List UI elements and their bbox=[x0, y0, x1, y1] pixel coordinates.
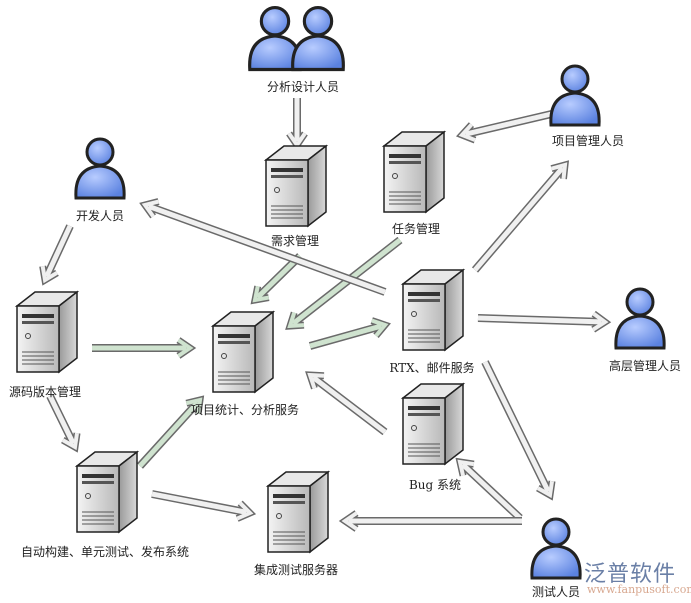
build-system-server-icon bbox=[76, 451, 138, 533]
flow-arrow bbox=[92, 337, 197, 359]
flow-arrow bbox=[455, 108, 561, 144]
flow-arrow bbox=[151, 490, 257, 522]
requirements-server-icon bbox=[265, 145, 327, 227]
label-statistics: 项目统计、分析服务 bbox=[190, 403, 300, 417]
statistics-server-icon bbox=[212, 311, 274, 393]
label-build-system: 自动构建、单元测试、发布系统 bbox=[20, 545, 190, 559]
label-project-managers: 项目管理人员 bbox=[551, 134, 625, 148]
flow-arrow bbox=[455, 457, 523, 521]
label-integration-server: 集成测试服务器 bbox=[253, 563, 339, 577]
analyst-person-icon bbox=[291, 5, 345, 72]
tasks-server-icon bbox=[383, 131, 445, 213]
project-manager-person-icon bbox=[549, 64, 601, 127]
executive-person-icon bbox=[614, 287, 666, 350]
watermark-url: www.fanpusoft.com bbox=[587, 583, 691, 596]
label-rtx-mail: RTX、邮件服务 bbox=[389, 361, 475, 375]
flow-arrow bbox=[39, 224, 74, 286]
arrows bbox=[39, 98, 612, 532]
source-control-server-icon bbox=[16, 291, 78, 373]
flow-arrow bbox=[139, 198, 387, 296]
label-analysts: 分析设计人员 bbox=[266, 80, 340, 94]
label-tasks: 任务管理 bbox=[391, 222, 441, 236]
flow-arrow bbox=[481, 360, 556, 501]
flow-arrow bbox=[477, 310, 612, 333]
integration-server-icon bbox=[267, 471, 329, 553]
label-requirements: 需求管理 bbox=[270, 234, 320, 248]
flow-arrow bbox=[305, 371, 388, 436]
flow-arrow bbox=[285, 236, 403, 330]
flow-arrow bbox=[471, 160, 570, 273]
flow-arrow bbox=[137, 395, 205, 469]
bug-system-server-icon bbox=[402, 383, 464, 465]
label-testers: 测试人员 bbox=[531, 585, 581, 599]
label-executives: 高层管理人员 bbox=[608, 359, 682, 373]
label-bug-system: Bug 系统 bbox=[408, 478, 462, 492]
label-source-control: 源码版本管理 bbox=[8, 385, 82, 399]
tester-person-icon bbox=[530, 517, 582, 580]
flow-arrow bbox=[308, 317, 391, 350]
watermark-logo: 泛普软件 bbox=[584, 562, 677, 587]
flow-arrow bbox=[286, 98, 308, 152]
flow-arrow bbox=[338, 510, 522, 532]
label-developers: 开发人员 bbox=[75, 209, 125, 223]
flow-arrow bbox=[46, 394, 81, 453]
rtx-mail-server-icon bbox=[402, 269, 464, 351]
developer-person-icon bbox=[74, 137, 126, 200]
